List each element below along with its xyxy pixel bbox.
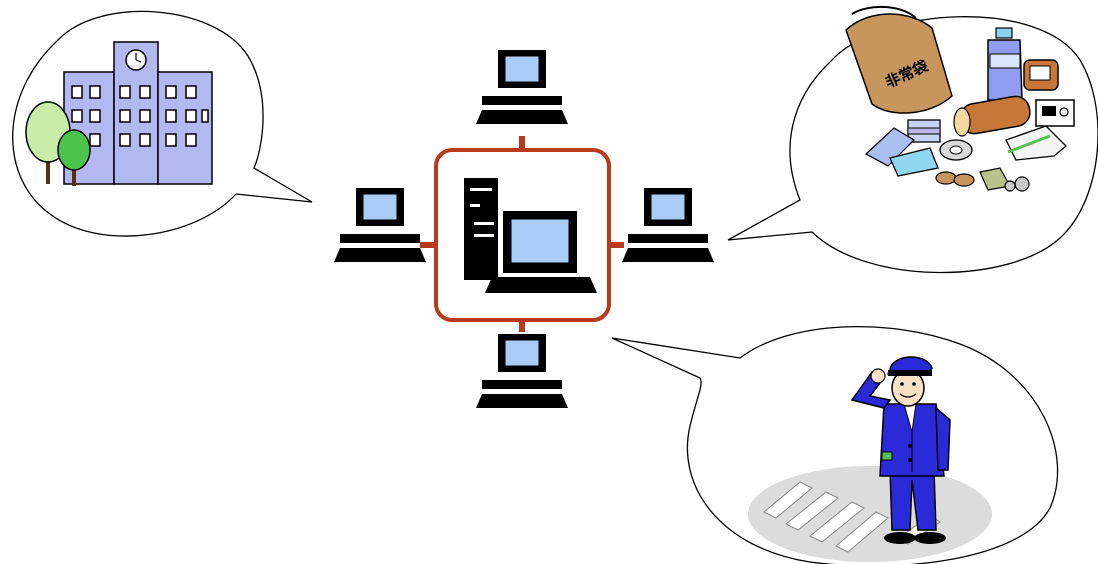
emergency-bag-icon: 非常袋 [845,5,953,114]
radio-icon [1035,99,1075,127]
bubble-school [12,10,313,237]
terminal-top-icon [475,49,569,125]
canned-food-icon [1023,59,1059,91]
bubble-emergency-supplies: 非常袋 [727,5,1098,274]
tree-icon [25,101,91,186]
server-tower-icon [464,178,498,280]
coins-icon [935,167,1030,192]
ground-shadow [748,466,992,562]
terminal-left-icon [333,187,427,263]
notebooks-icon [864,119,941,177]
flashlight-icon [953,95,1031,137]
server-monitor-icon [485,211,597,293]
crossing-guard-officer-icon [850,356,951,544]
terminal-right-icon [621,187,715,263]
bubble-crossing-guard [611,325,1059,564]
network-hub [420,136,624,332]
terminal-bottom-icon [475,333,569,409]
gloves-icon [1005,125,1067,161]
tape-roll-icon [939,139,973,161]
school-building-icon [63,41,213,185]
